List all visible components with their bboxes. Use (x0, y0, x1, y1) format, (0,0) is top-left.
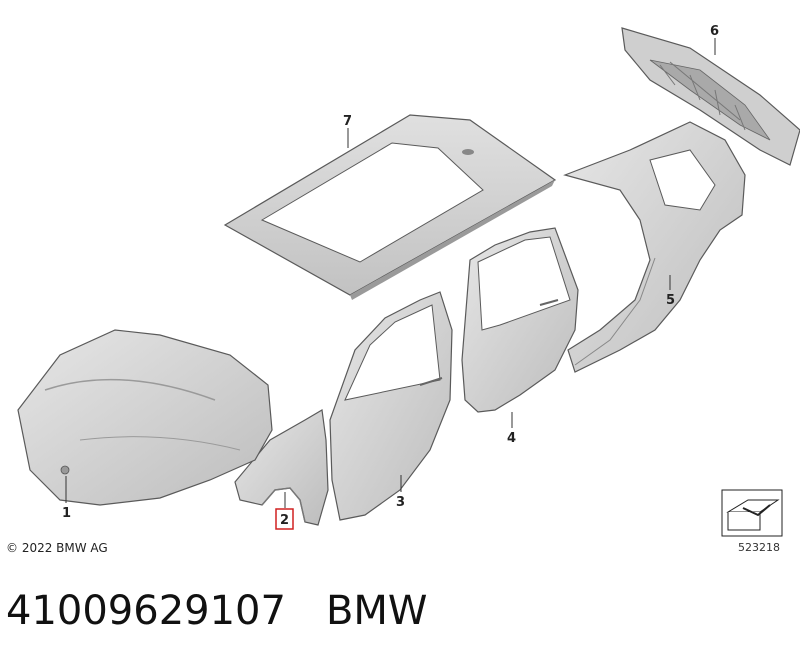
callout-5: 5 (666, 293, 675, 308)
footer-caption: 41009629107 BMW (6, 588, 427, 634)
callout-7: 7 (343, 114, 352, 129)
rear-side-frame[interactable] (563, 121, 746, 373)
callout-3: 3 (396, 495, 405, 510)
roof-panel[interactable] (223, 114, 557, 300)
front-side-panel[interactable] (234, 409, 329, 526)
callout-6: 6 (710, 24, 719, 39)
callout-4: 4 (507, 431, 516, 446)
copyright-notice: © 2022 BMW AG (6, 541, 108, 555)
brand-name: BMW (325, 588, 428, 634)
hood[interactable] (17, 329, 273, 506)
view-direction-icon (721, 489, 783, 537)
diagram-number: 523218 (738, 541, 780, 554)
part-number: 41009629107 (6, 588, 286, 634)
highlight-box (275, 508, 294, 530)
callout-2: 2 (280, 513, 289, 528)
front-door[interactable] (329, 291, 453, 521)
rear-door[interactable] (461, 227, 579, 413)
callout-1: 1 (62, 506, 71, 521)
rear-frame[interactable] (621, 27, 800, 166)
parts-diagram: 7 6 5 4 3 2 1 (17, 24, 800, 537)
